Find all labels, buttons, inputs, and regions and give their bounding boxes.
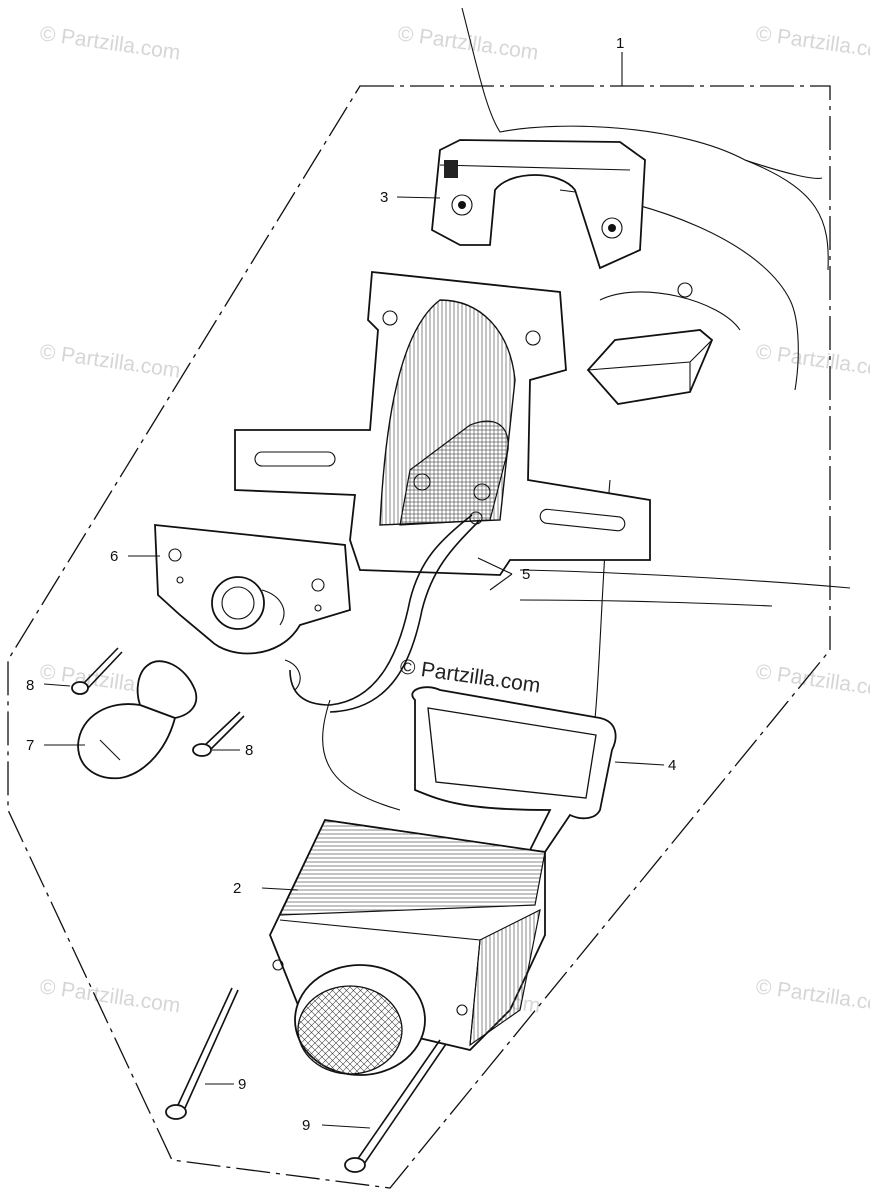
mounting-bracket	[431, 139, 646, 270]
fender-block	[586, 282, 714, 405]
callout-9-left: 9	[238, 1076, 246, 1093]
screw-left	[71, 647, 123, 695]
callout-2: 2	[233, 880, 241, 897]
callout-3: 3	[380, 189, 388, 206]
callout-6: 6	[110, 548, 118, 565]
callout-8-right: 8	[245, 742, 253, 759]
long-screw-right	[344, 1039, 447, 1173]
tail-light-housing	[269, 819, 546, 1076]
socket-plate	[154, 523, 351, 691]
license-plate-bracket	[234, 271, 651, 576]
long-screw-left	[165, 987, 239, 1120]
bulb	[77, 660, 198, 780]
callout-5: 5	[522, 566, 530, 583]
assembly-boundary	[7, 85, 831, 1189]
callout-7: 7	[26, 737, 34, 754]
callout-1: 1	[616, 35, 624, 52]
leader-lines	[43, 52, 665, 1129]
callout-8-left: 8	[26, 677, 34, 694]
callout-9-right: 9	[302, 1117, 310, 1134]
gasket	[411, 686, 617, 853]
wire-harness	[289, 511, 483, 713]
callout-4: 4	[668, 757, 676, 774]
screw-right	[192, 711, 245, 757]
